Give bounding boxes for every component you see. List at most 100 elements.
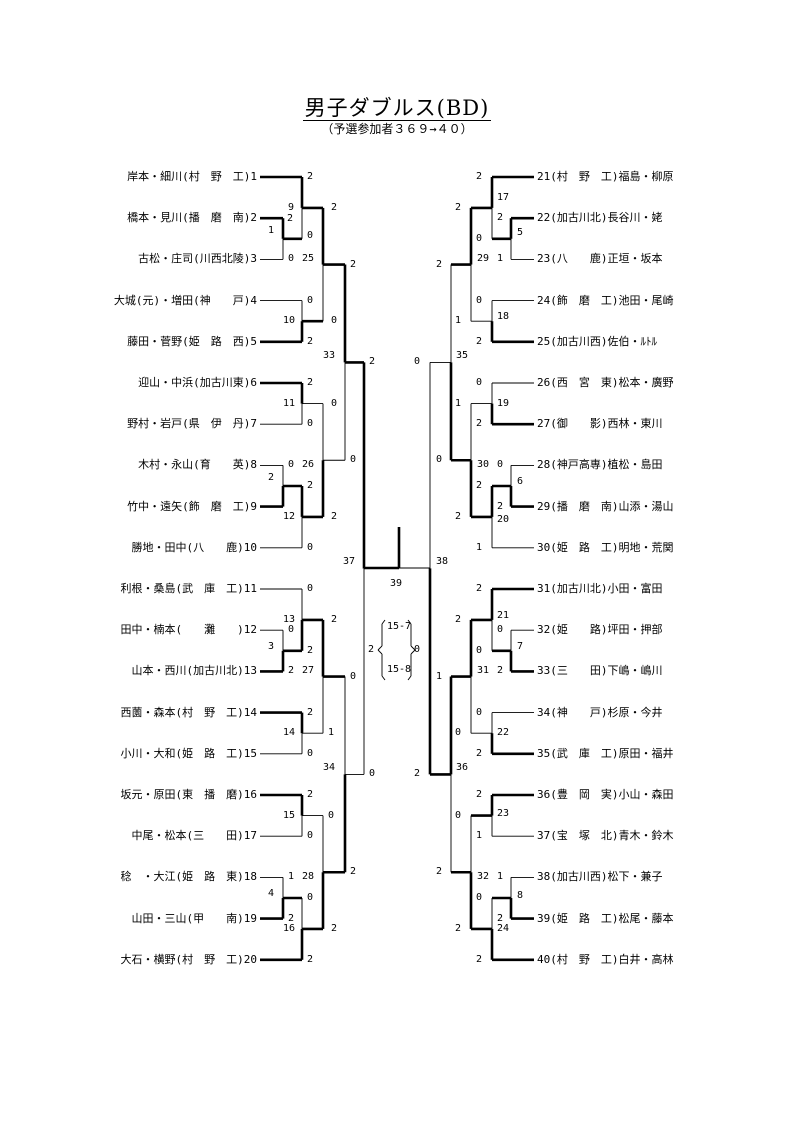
match-number: 15 (283, 809, 296, 821)
score-mark: 2 (497, 500, 504, 512)
score-mark: 0 (307, 541, 314, 553)
match-number: 24 (497, 922, 510, 934)
right-entry: 37(宝 塚 北)青木・鈴木 (537, 829, 674, 843)
score-mark: 0 (476, 294, 483, 306)
left-entry: 中尾・松本(三 田)17 (131, 829, 258, 843)
left-entry: 大城(元)・増田(神 戸)4 (113, 293, 257, 307)
score-mark: 0 (307, 418, 314, 430)
score-mark: 0 (369, 768, 376, 780)
left-entry: 藤田・菅野(姫 路 西)5 (127, 334, 257, 348)
score-mark: 2 (476, 418, 483, 430)
left-entry: 小川・大和(姫 路 工)15 (120, 746, 258, 760)
score-mark: 0 (476, 706, 483, 718)
score-brace (381, 619, 386, 625)
score-mark: 0 (414, 644, 421, 655)
match-number: 25 (302, 253, 315, 265)
score-mark: 2 (436, 258, 443, 270)
right-entry: 25(加古川西)佐伯・ﾙﾄﾙ (537, 334, 657, 348)
left-entry: 西薗・森本(村 野 工)14 (120, 705, 258, 719)
right-entry: 26(西 宮 東)松本・廣野 (537, 376, 674, 389)
match-number: 22 (497, 727, 510, 739)
match-number: 32 (477, 871, 490, 883)
page-subtitle: （予選参加者３６９→４０） (321, 122, 473, 136)
match-number: 9 (288, 201, 295, 213)
score-brace (377, 645, 383, 651)
score-mark: 0 (436, 454, 443, 466)
score-mark: 1 (328, 727, 335, 739)
score-mark: 0 (307, 294, 314, 306)
right-entry: 39(姫 路 工)松尾・藤本 (537, 911, 674, 925)
match-number: 27 (302, 665, 315, 677)
score-mark: 2 (476, 789, 483, 800)
score-mark: 2 (455, 201, 462, 213)
score-mark: 2 (455, 922, 462, 934)
score-mark: 0 (497, 459, 504, 471)
score-brace (407, 675, 412, 681)
match-number: 34 (323, 762, 336, 774)
score-mark: 0 (497, 624, 504, 636)
left-entry: 大石・横野(村 野 工)20 (120, 952, 258, 966)
match-number: 14 (283, 727, 296, 739)
score-brace (407, 619, 412, 625)
match-number: 16 (283, 922, 296, 934)
score-mark: 2 (414, 768, 421, 780)
right-entry: 23(八 鹿)正垣・坂本 (537, 252, 663, 266)
score-mark: 2 (369, 356, 376, 368)
match-number: 35 (456, 350, 469, 362)
score-brace (377, 649, 383, 655)
right-entry: 35(武 庫 工)原田・福井 (537, 746, 674, 760)
left-entry: 田中・楠本( 灘 )12 (120, 623, 258, 637)
score-mark: 2 (288, 912, 295, 924)
match-number: 6 (517, 476, 524, 487)
right-entry: 38(加古川西)松下・兼子 (537, 870, 663, 884)
score-mark: 2 (331, 201, 338, 213)
score-mark: 2 (331, 922, 338, 934)
score-mark: 2 (476, 953, 483, 965)
left-entry: 橋本・見川(播 磨 南)2 (127, 211, 257, 225)
right-entry: 22(加古川北)長谷川・姥 (537, 211, 663, 225)
score-mark: 2 (436, 866, 443, 878)
score-mark: 2 (307, 335, 314, 347)
right-entry: 29(播 磨 南)山添・湯山 (537, 499, 674, 513)
score-mark: 0 (476, 892, 483, 903)
match-number: 30 (477, 459, 490, 471)
score-mark: 2 (307, 480, 314, 491)
page-title: 男子ダブルス(BD) (302, 96, 492, 121)
score-mark: 2 (476, 747, 483, 759)
score-mark: 2 (307, 171, 314, 182)
match-number: 18 (497, 311, 510, 323)
right-entry: 31(加古川北)小田・富田 (537, 582, 663, 595)
match-number: 39 (390, 578, 403, 589)
match-number: 23 (497, 807, 510, 819)
score-mark: 2 (476, 335, 483, 347)
left-entry: 利根・桑島(武 庫 工)11 (120, 582, 258, 595)
match-number: 28 (302, 871, 315, 883)
score-mark: 2 (331, 613, 338, 625)
score-mark: 1 (455, 397, 462, 409)
score-mark: 1 (497, 871, 504, 883)
match-number: 33 (323, 350, 336, 362)
match-number: 36 (456, 762, 469, 774)
score-mark: 2 (455, 510, 462, 522)
match-number: 26 (302, 459, 315, 471)
score-mark: 2 (476, 480, 483, 491)
score-brace (410, 645, 416, 651)
match-number: 20 (497, 513, 510, 525)
match-number: 19 (497, 397, 510, 409)
score-mark: 0 (328, 809, 335, 821)
left-entry: 野村・岩戸(県 伊 丹)7 (127, 417, 257, 431)
match-number: 3 (268, 640, 275, 652)
score-mark: 0 (455, 727, 462, 739)
left-entry: 稔 ・大江(姫 路 東)18 (120, 870, 258, 884)
score-mark: 2 (350, 258, 357, 270)
score-mark: 0 (331, 397, 338, 409)
score-mark: 0 (307, 830, 314, 842)
score-mark: 0 (476, 644, 483, 656)
right-entry: 28(神戸高専)植松・島田 (537, 458, 663, 472)
right-entry: 21(村 野 工)福島・柳原 (537, 170, 674, 183)
score-mark: 0 (288, 253, 295, 265)
match-number: 5 (517, 226, 524, 238)
match-number: 7 (517, 640, 524, 652)
score-mark: 2 (497, 212, 504, 224)
score-mark: 2 (368, 644, 375, 655)
